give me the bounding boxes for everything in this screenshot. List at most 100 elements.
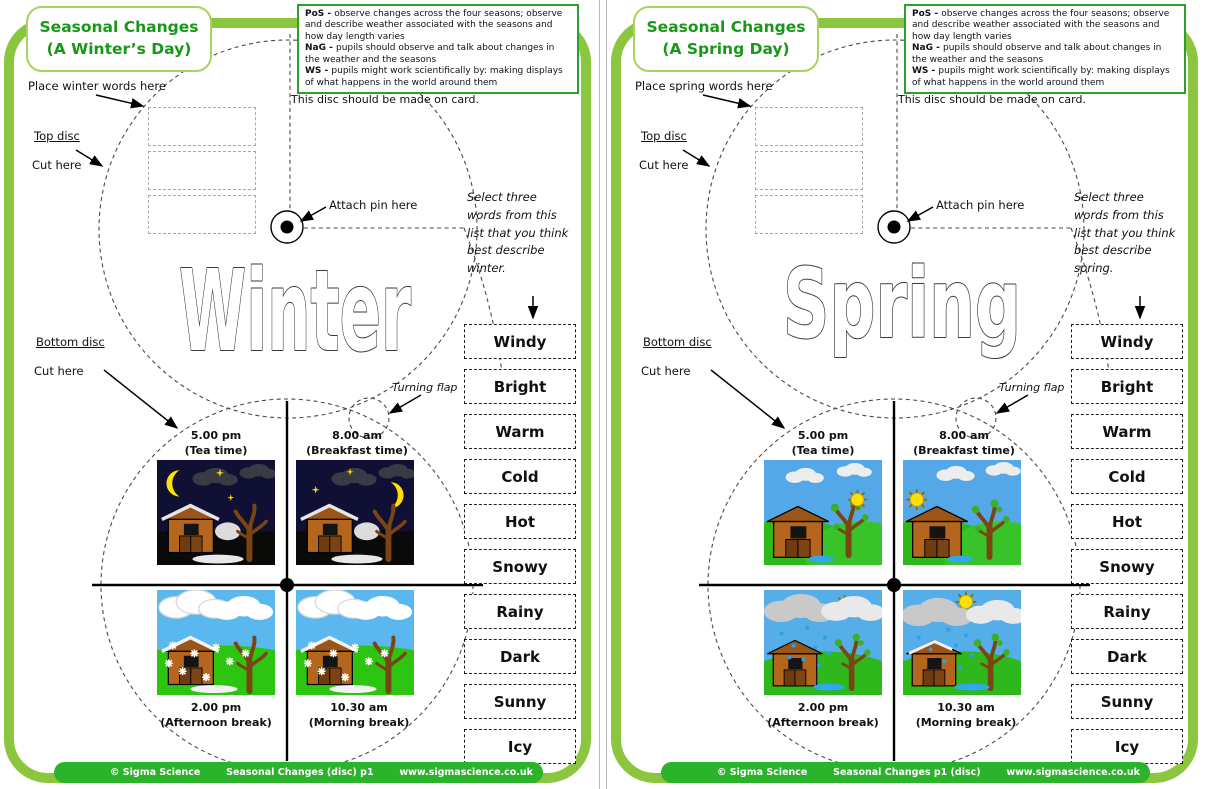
word-slot-1 [148, 107, 256, 146]
word-box-windy: Windy [1071, 324, 1183, 359]
word-box-rainy: Rainy [1071, 594, 1183, 629]
quadrant-label-afternoon-break: 2.00 pm (Afternoon break) [147, 700, 285, 730]
season-word-art: Winter [178, 253, 412, 365]
quadrant-label-morning-break: 10.30 am (Morning break) [897, 700, 1035, 730]
attach-pin-label: Attach pin here [329, 198, 418, 212]
winter-day-scene-afternoon-break [157, 590, 275, 695]
quadrant-caption: (Tea time) [184, 444, 248, 457]
curriculum-nag: NaG - pupils should observe and talk abo… [305, 43, 571, 66]
curriculum-ws-text: pupils might work scientifically by: mak… [305, 66, 563, 88]
word-box-icy: Icy [1071, 729, 1183, 764]
page-title-line2: (A Spring Day) [662, 40, 790, 58]
spring-rain-scene-morning-break [903, 590, 1021, 695]
word-box-hot: Hot [1071, 504, 1183, 539]
turning-flap-outline [955, 397, 997, 439]
page-title-line1: Seasonal Changes [646, 18, 806, 37]
footer-doc-title: Seasonal Changes (disc) p1 [226, 767, 374, 778]
page-title-line1: Seasonal Changes [39, 18, 199, 37]
quadrant-time: 5.00 pm [190, 429, 242, 442]
curriculum-ws-label: WS - [912, 66, 939, 77]
curriculum-ws: WS - pupils might work scientifically by… [912, 66, 1178, 89]
quadrant-caption: (Afternoon break) [767, 716, 879, 729]
disc-cutout-diagram [75, 34, 539, 772]
curriculum-nag-label: NaG - [912, 43, 943, 54]
word-box-cold: Cold [464, 459, 576, 494]
quadrant-caption: (Breakfast time) [913, 444, 1015, 457]
footer-bar: © Sigma Science Seasonal Changes p1 (dis… [661, 762, 1150, 783]
curriculum-pos-label: PoS - [912, 9, 942, 19]
winter-day-scene-morning-break [296, 590, 414, 695]
curriculum-nag-text: pupils should observe and talk about cha… [305, 43, 555, 65]
place-words-arrow-icon [702, 94, 752, 109]
card-note: This disc should be made on card. [898, 93, 1086, 106]
curriculum-nag-label: NaG - [305, 43, 336, 54]
quadrant-label-breakfast-time: 8.00 am (Breakfast time) [294, 428, 420, 458]
top-disc-label: Top disc [34, 129, 80, 143]
word-slot-2 [148, 151, 256, 190]
word-box-icy: Icy [464, 729, 576, 764]
turning-flap-outline [348, 397, 390, 439]
quadrant-label-afternoon-break: 2.00 pm (Afternoon break) [754, 700, 892, 730]
cut-here-bottom-label: Cut here [34, 364, 84, 378]
select-words-note: Select three words from this list that y… [1074, 190, 1176, 276]
page-title-line2: (A Winter’s Day) [46, 40, 192, 58]
word-box-warm: Warm [464, 414, 576, 449]
curriculum-nag: NaG - pupils should observe and talk abo… [912, 43, 1178, 66]
season-word-outline-text: Spring [783, 253, 1021, 360]
cut-here-top-arrow-icon [682, 149, 711, 167]
word-box-dark: Dark [1071, 639, 1183, 674]
curriculum-pos: PoS - observe changes across the four se… [912, 9, 1178, 43]
spring-rain-scene-afternoon-break [764, 590, 882, 695]
cut-here-bottom-arrow-icon [103, 369, 179, 429]
word-box-warm: Warm [1071, 414, 1183, 449]
spring-day-scene-tea-time [764, 460, 882, 565]
curriculum-pos-label: PoS - [305, 9, 335, 19]
word-box-rainy: Rainy [464, 594, 576, 629]
cut-here-bottom-label: Cut here [641, 364, 691, 378]
turning-flap-arrow-icon [388, 394, 422, 414]
season-word-list: Windy Bright Warm Cold Hot Snowy Rainy D… [464, 324, 576, 764]
attach-pin-label: Attach pin here [936, 198, 1025, 212]
disc-center-dot [280, 578, 294, 592]
title-box: Seasonal Changes (A Winter’s Day) [26, 6, 212, 72]
top-disc-label: Top disc [641, 129, 687, 143]
season-word-outline-text: Winter [179, 253, 411, 365]
turning-flap-label: Turning flap [392, 381, 458, 394]
curriculum-ws-text: pupils might work scientifically by: mak… [912, 66, 1170, 88]
bottom-disc-label: Bottom disc [643, 335, 712, 349]
curriculum-box: PoS - observe changes across the four se… [297, 4, 579, 94]
footer-website: www.sigmascience.co.uk [1006, 767, 1140, 778]
word-slot-3 [148, 195, 256, 234]
quadrant-time: 10.30 am [330, 701, 388, 714]
place-words-label: Place spring words here [635, 79, 773, 93]
attach-pin-arrow-icon [906, 206, 934, 222]
cut-here-top-label: Cut here [639, 158, 689, 172]
footer-website: www.sigmascience.co.uk [399, 767, 533, 778]
place-words-label: Place winter words here [28, 79, 166, 93]
quadrant-caption: (Afternoon break) [160, 716, 272, 729]
pin-dot-icon [887, 220, 901, 234]
cut-here-bottom-arrow-icon [710, 369, 786, 429]
footer-copyright: © Sigma Science [717, 767, 808, 778]
word-slot-2 [755, 151, 863, 190]
cut-here-top-label: Cut here [32, 158, 82, 172]
quadrant-time: 8.00 am [939, 429, 989, 442]
curriculum-pos: PoS - observe changes across the four se… [305, 9, 571, 43]
footer-copyright: © Sigma Science [110, 767, 201, 778]
season-word-art: Spring [782, 253, 1022, 361]
page-winter: Seasonal Changes (A Winter’s Day) PoS - … [0, 0, 600, 789]
word-box-snowy: Snowy [464, 549, 576, 584]
word-box-sunny: Sunny [464, 684, 576, 719]
pin-dot-icon [280, 220, 294, 234]
footer-doc-title: Seasonal Changes p1 (disc) [833, 767, 981, 778]
select-words-note: Select three words from this list that y… [467, 190, 569, 276]
quadrant-caption: (Tea time) [791, 444, 855, 457]
turning-flap-label: Turning flap [999, 381, 1065, 394]
word-box-cold: Cold [1071, 459, 1183, 494]
word-box-snowy: Snowy [1071, 549, 1183, 584]
curriculum-nag-text: pupils should observe and talk about cha… [912, 43, 1162, 65]
attach-pin-arrow-icon [299, 206, 327, 222]
winter-night-scene-breakfast-time [296, 460, 414, 565]
curriculum-box: PoS - observe changes across the four se… [904, 4, 1186, 94]
cut-here-top-arrow-icon [75, 149, 104, 167]
